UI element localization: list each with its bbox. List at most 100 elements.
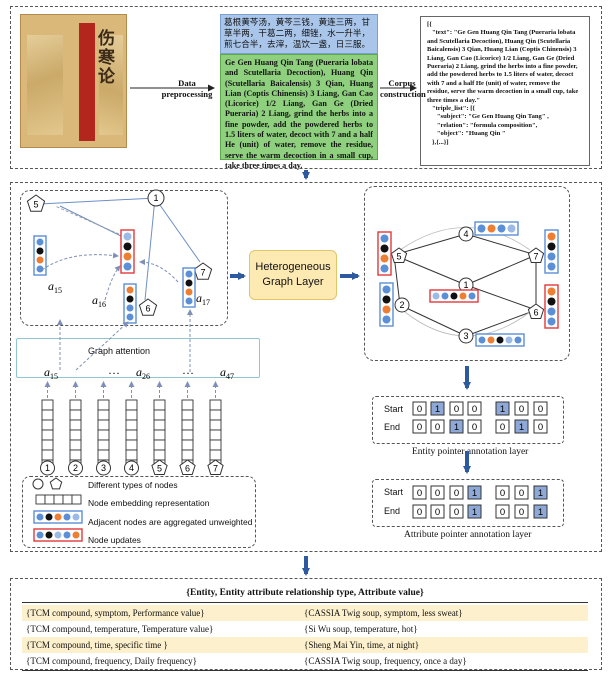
- json-line: "object": "Huang Qin ": [427, 130, 506, 138]
- vector-dot: [72, 513, 80, 521]
- pointer-value: 0: [519, 488, 524, 499]
- vector-dot: [507, 224, 516, 233]
- node-label: 4: [129, 463, 134, 473]
- vector-frame: [182, 267, 196, 308]
- embedding-cell: [209, 419, 222, 431]
- circle-node: [458, 226, 474, 242]
- pointer-cell: [495, 485, 510, 500]
- pointer-cell: [495, 401, 510, 416]
- embedding-cell: [97, 439, 110, 451]
- vector-dot: [63, 513, 71, 521]
- pointer-value: 0: [472, 404, 477, 415]
- table-cell: {TCM compound, symptom, Performance valu…: [26, 608, 205, 618]
- vector-dot: [123, 232, 132, 241]
- embedding-cell: [153, 449, 166, 461]
- middle-panel: [10, 182, 602, 552]
- right-graph-box: [364, 186, 570, 361]
- pointer-value: 1: [519, 422, 524, 433]
- table-cell: {TCM compound, temperature, Temperature …: [26, 624, 214, 634]
- vector-frame: [377, 231, 392, 276]
- corpus-construction-label: Corpus construction: [380, 78, 426, 99]
- circle-node: [40, 460, 55, 476]
- graph-attention-label: Graph attention: [88, 346, 151, 356]
- json-line: "subject": "Ge Gen Huang Qin Tang" ,: [427, 113, 549, 121]
- node-label: 5: [157, 464, 162, 474]
- table-row: {TCM compound, symptom, Performance valu…: [22, 605, 588, 621]
- vector-dot: [36, 531, 44, 539]
- embedding-cell: [69, 409, 82, 421]
- vector-dot: [45, 513, 53, 521]
- vector-dot: [547, 262, 556, 271]
- embedding-cell: [125, 429, 138, 441]
- pointer-value: 0: [435, 507, 440, 518]
- legend-node-updates: Node updates: [88, 535, 141, 545]
- pentagon-node: [151, 459, 168, 475]
- pointer-value: 1: [538, 488, 543, 499]
- pentagon-node: [527, 247, 545, 263]
- legend-aggregated: Adjacent nodes are aggregated unweighted: [88, 517, 253, 527]
- circle-node: [147, 189, 165, 207]
- pointer-value: 1: [472, 507, 477, 518]
- vector-dot: [547, 307, 556, 316]
- json-line: "relation": "formula composition",: [427, 121, 538, 129]
- pointer-value: 0: [538, 404, 543, 415]
- entity-end-label: End: [384, 422, 401, 432]
- vector-dot: [382, 305, 391, 314]
- vector-dot: [547, 232, 556, 241]
- pentagon-node: [49, 477, 63, 490]
- pointer-cell: [449, 419, 464, 434]
- legend-embedding-icon: [53, 494, 64, 505]
- embedding-cell: [69, 429, 82, 441]
- circle-node: [68, 460, 83, 476]
- pointer-value: 0: [500, 488, 505, 499]
- alpha-label: a16: [92, 293, 106, 309]
- attention-arrow: [104, 265, 121, 301]
- embedding-cell: [69, 439, 82, 451]
- hgl-label: Heterogeneous Graph Layer: [255, 261, 331, 288]
- legend-box: [22, 476, 256, 548]
- edge: [465, 284, 537, 311]
- pointer-cell: [430, 401, 445, 416]
- node-label: 5: [33, 200, 38, 210]
- json-line: [{: [427, 21, 432, 28]
- embedding-cell: [97, 409, 110, 421]
- pointer-value: 0: [500, 507, 505, 518]
- edge: [54, 205, 129, 239]
- pointer-cell: [449, 401, 464, 416]
- edge: [154, 197, 201, 263]
- alpha-label: a17: [196, 291, 210, 307]
- legend-circle-icon: [32, 478, 44, 490]
- pointer-cell: [514, 504, 529, 519]
- edge: [144, 197, 156, 301]
- vector-dot: [382, 295, 391, 304]
- pointer-value: 1: [538, 507, 543, 518]
- embedding-cell: [69, 399, 82, 411]
- embedding-cell: [41, 409, 54, 421]
- pointer-value: 1: [435, 404, 440, 415]
- embedding-cell: [153, 409, 166, 421]
- json-line: "text": "Ge Gen Huang Qin Tang (Pueraria…: [427, 29, 580, 104]
- pointer-cell: [430, 504, 445, 519]
- edge: [393, 254, 401, 306]
- pointer-cell: [533, 419, 548, 434]
- pointer-value: 0: [454, 404, 459, 415]
- json-line: "triple_list": [{: [427, 105, 476, 113]
- vector-frame: [379, 282, 394, 327]
- vector-dot: [72, 531, 80, 539]
- vector-dot: [450, 292, 458, 300]
- vector-frame: [474, 221, 519, 236]
- circle-node: [96, 460, 111, 476]
- node-label: 7: [200, 268, 205, 278]
- pointer-value: 0: [472, 422, 477, 433]
- vector-dot: [54, 513, 62, 521]
- table-row: {TCM compound, frequency, Daily frequenc…: [22, 653, 588, 669]
- node-label: 5: [396, 252, 401, 262]
- data-preprocessing-label: Data preprocessing: [161, 78, 213, 99]
- bottom-panel: [10, 578, 602, 670]
- vector-dot: [36, 513, 44, 521]
- node-label: 1: [463, 280, 468, 290]
- book-title: 伤寒论: [95, 29, 114, 86]
- legend-embedding: Node embedding representation: [88, 498, 210, 508]
- pentagon-node: [26, 194, 46, 212]
